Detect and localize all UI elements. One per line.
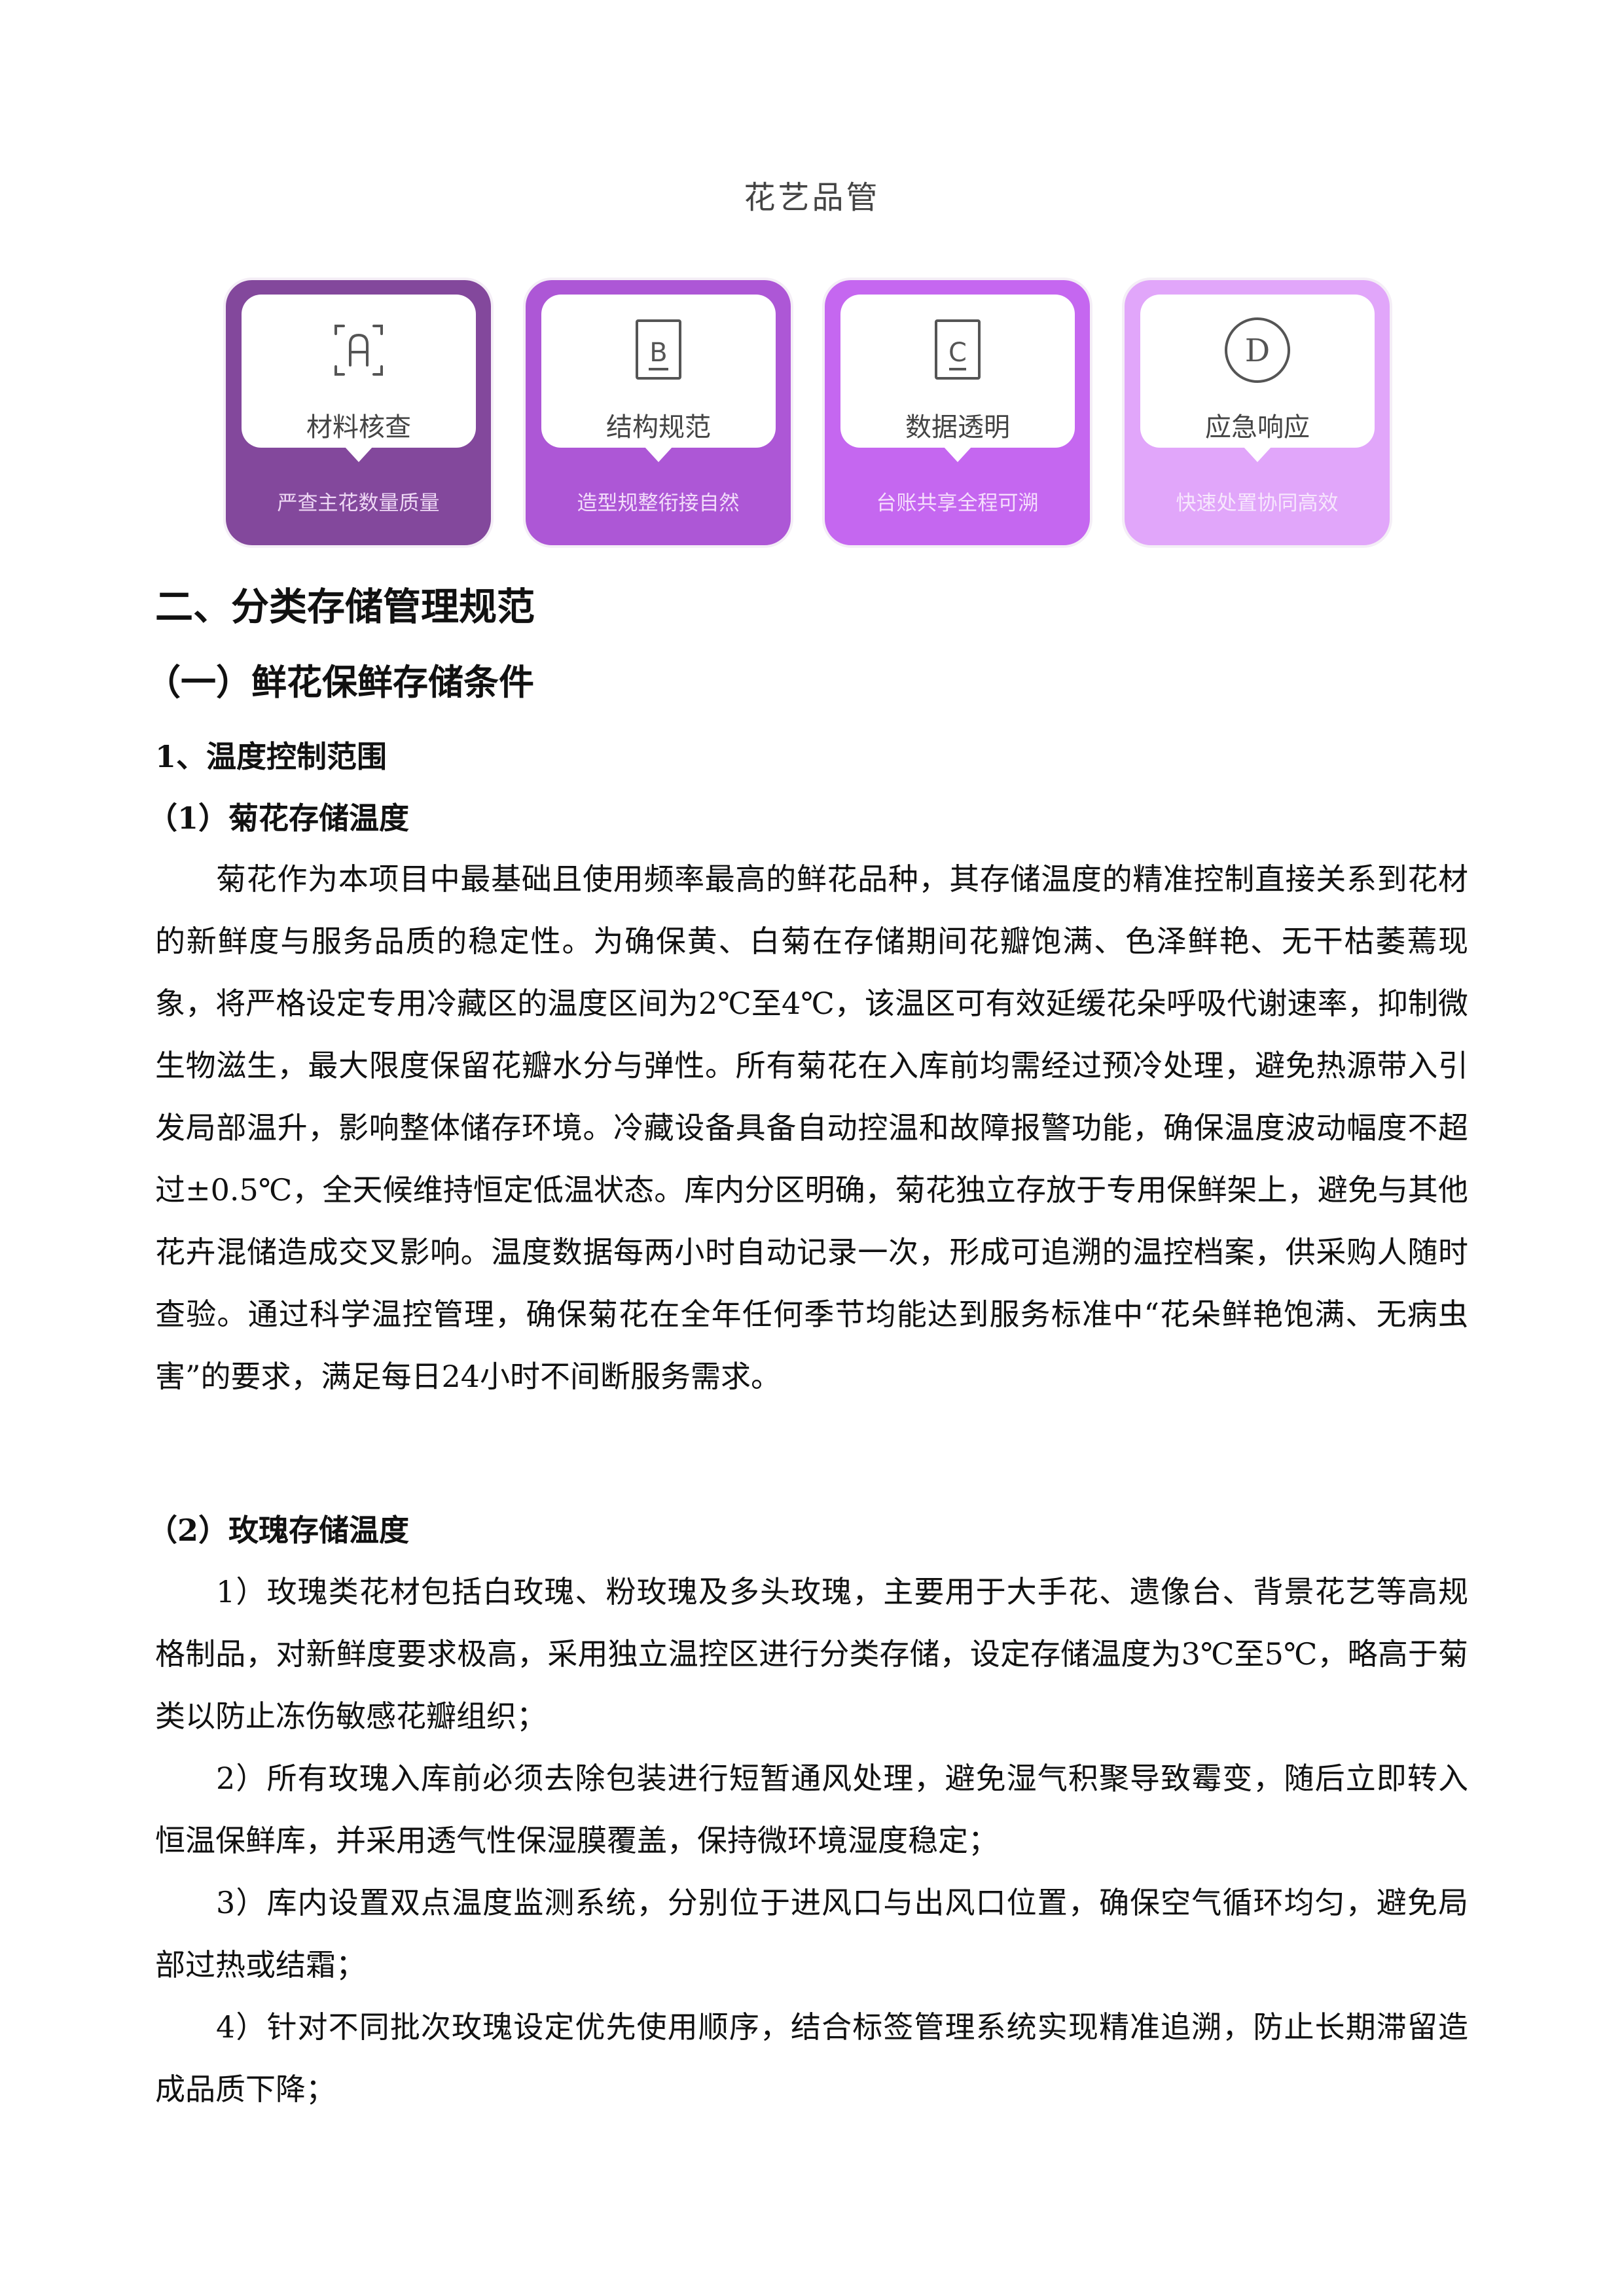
card-subtitle: 台账共享全程可溯 [876, 492, 1039, 515]
card-structure-standard: B 结构规范 造型规整衔接自然 [526, 280, 791, 545]
figure-title: 花艺品管 [744, 179, 880, 216]
quality-cards: 材料核查 严查主花数量质量 B 结构规范 造型规整衔接自然 C 数据透明 台账共… [226, 280, 1398, 545]
card-material-check: 材料核查 严查主花数量质量 [226, 280, 491, 545]
card-panel: B 结构规范 [541, 295, 776, 462]
paragraph-rose-2: 2）所有玫瑰入库前必须去除包装进行短暂通风处理，避免湿气积聚导致霉变，随后立即转… [155, 1761, 1468, 1858]
paragraph-rose-4: 4）针对不同批次玫瑰设定优先使用顺序，结合标签管理系统实现精准追溯，防止长期滞留… [155, 2009, 1468, 2107]
letter-c-box-icon: C [935, 319, 981, 380]
card-label: 材料核查 [306, 412, 411, 442]
letter-a-bracket-icon [334, 325, 383, 376]
svg-text:D: D [1245, 332, 1270, 369]
paragraph-chrysanthemum: 菊花作为本项目中最基础且使用频率最高的鲜花品种，其存储温度的精准控制直接关系到花… [155, 861, 1468, 1394]
svg-text:C: C [948, 338, 967, 368]
subsection-heading: （一）鲜花保鲜存储条件 [145, 662, 534, 703]
letter-d-circle-icon: D [1225, 317, 1290, 383]
item-heading-rose: （2）玫瑰存储温度 [147, 1513, 410, 1548]
section-heading: 二、分类存储管理规范 [155, 584, 535, 629]
card-panel: C 数据透明 [840, 295, 1075, 462]
card-subtitle: 快速处置协同高效 [1176, 492, 1339, 515]
card-label: 应急响应 [1205, 412, 1310, 442]
letter-b-box-icon: B [636, 319, 681, 380]
card-emergency-response: D 应急响应 快速处置协同高效 [1125, 280, 1390, 545]
card-panel: 材料核查 [242, 295, 476, 462]
card-subtitle: 严查主花数量质量 [277, 492, 440, 515]
svg-text:B: B [649, 338, 667, 368]
sub-subsection-heading: 1、温度控制范围 [155, 739, 388, 774]
card-panel: D 应急响应 [1140, 295, 1375, 462]
card-label: 数据透明 [905, 412, 1010, 442]
card-subtitle: 造型规整衔接自然 [577, 492, 740, 515]
paragraph-rose-1: 1）玫瑰类花材包括白玫瑰、粉玫瑰及多头玫瑰，主要用于大手花、遗像台、背景花艺等高… [155, 1574, 1468, 1734]
item-heading-chrysanthemum: （1）菊花存储温度 [147, 800, 410, 836]
paragraph-rose-3: 3）库内设置双点温度监测系统，分别位于进风口与出风口位置，确保空气循环均匀，避免… [155, 1885, 1468, 1982]
card-label: 结构规范 [606, 412, 711, 442]
card-data-transparency: C 数据透明 台账共享全程可溯 [825, 280, 1090, 545]
